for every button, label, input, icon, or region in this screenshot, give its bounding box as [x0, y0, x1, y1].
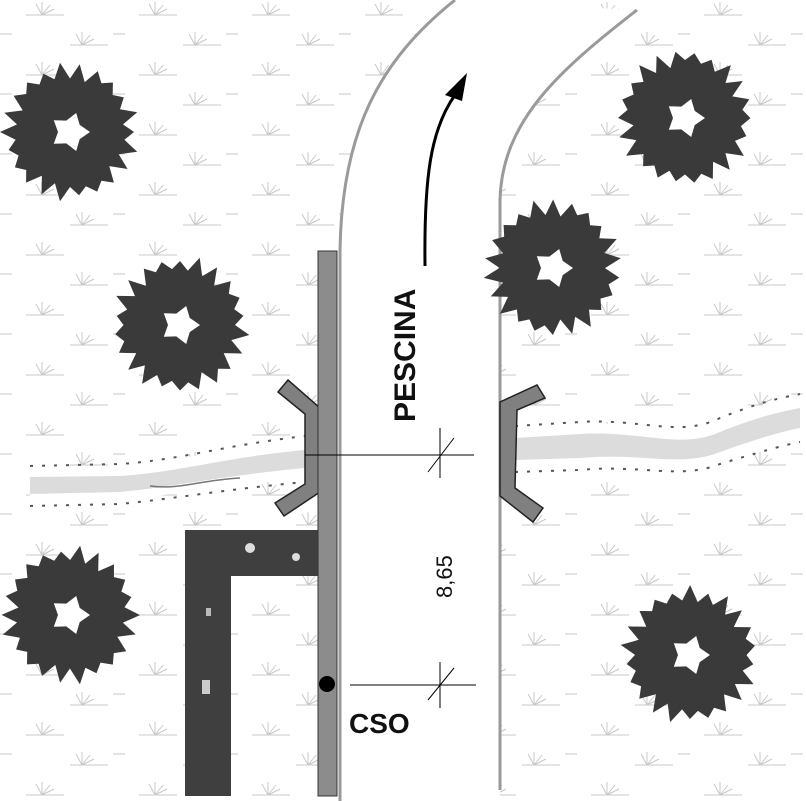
dimension-label: 8,65: [432, 555, 457, 598]
trees: [0, 51, 755, 723]
right-bank-line: [498, 8, 638, 790]
river-channel: [340, 0, 635, 801]
right-ditch: [514, 393, 801, 473]
right-headwall: [499, 384, 547, 524]
cso-label: CSO: [349, 708, 410, 739]
river-label: PESCINA: [389, 289, 422, 422]
tree-center: [163, 306, 200, 344]
tree-center: [53, 113, 90, 151]
cso-outfall-point: [319, 676, 335, 692]
river-wall: [317, 250, 338, 797]
outfall-structure: [185, 530, 318, 796]
tree-center: [53, 596, 90, 634]
left-ditch: [29, 435, 306, 507]
flow-arrow: [423, 94, 457, 267]
dimension-lines: [305, 428, 476, 708]
tree-center: [536, 249, 573, 287]
left-bank-line: [338, 0, 456, 801]
arrow-head-icon: [445, 73, 467, 101]
left-headwall: [273, 378, 321, 518]
tree-center: [673, 636, 710, 674]
tree-center: [668, 99, 705, 137]
